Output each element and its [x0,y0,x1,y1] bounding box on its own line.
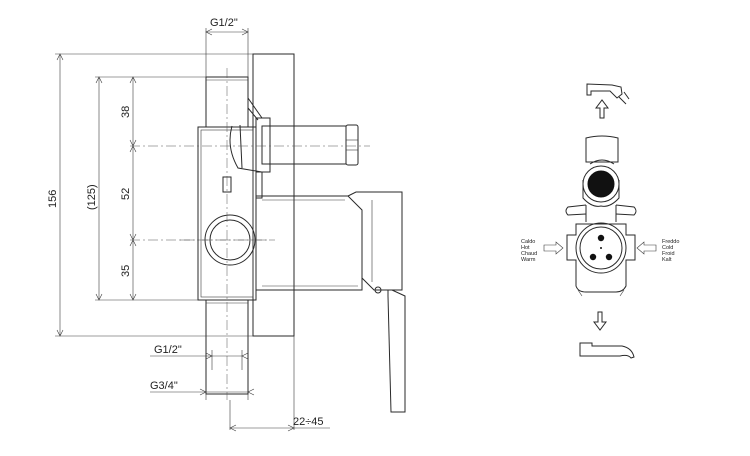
mixer-handle-base [347,191,403,291]
dim-g12-bottom: G1/2" [154,344,182,356]
side-view: G1/2" 156 (125) 38 52 35 G1/2" G3/4" 22÷… [47,17,406,432]
dim-52: 52 [120,188,132,200]
hot-label-2: Chaud [521,251,537,257]
cartridge-hole-top [597,234,605,242]
front-view: Caldo Hot Chaud Warm Freddo Cold Froid K… [521,83,679,359]
cartridge-hole-left [589,253,597,261]
diverter-collar [255,117,271,173]
dim-22-45: 22÷45 [293,416,324,428]
wall-plate [252,53,295,337]
dim-38: 38 [120,106,132,118]
bath-spout-icon [579,342,635,359]
cartridge-inner [579,226,623,270]
cold-label-0: Freddo [662,239,679,245]
cold-label-3: Kalt [662,257,672,263]
cartridge-housing [256,195,363,291]
dim-125: (125) [86,184,98,210]
mixer-body [566,223,636,293]
dim-g34: G3/4" [150,380,178,392]
hot-label-3: Warm [521,257,536,263]
cold-label: Freddo Cold Froid Kalt [662,239,679,263]
dim-35: 35 [120,265,132,277]
cold-label-2: Froid [662,251,675,257]
hot-label: Caldo Hot Chaud Warm [521,239,537,263]
diverter-spindle [261,125,347,165]
dim-g12-top: G1/2" [210,17,238,29]
hot-label-0: Caldo [521,239,535,245]
cold-label-1: Cold [662,245,673,251]
shower-head-icon [586,83,630,105]
hot-label-1: Hot [521,245,530,251]
cold-arrow-icon [636,241,657,255]
dim-156: 156 [47,190,59,208]
arrow-down-icon [593,311,607,331]
cartridge-outer [575,222,627,274]
mixer-lever [387,289,406,413]
hot-arrow-icon [543,241,564,255]
left-ear [565,204,587,216]
right-ear [615,204,637,216]
cartridge-hole-right [605,253,613,261]
diverter-knob [345,124,359,166]
top-outlet-pipe [205,76,249,128]
arrow-up-icon [595,99,609,119]
top-port-block [585,135,619,163]
